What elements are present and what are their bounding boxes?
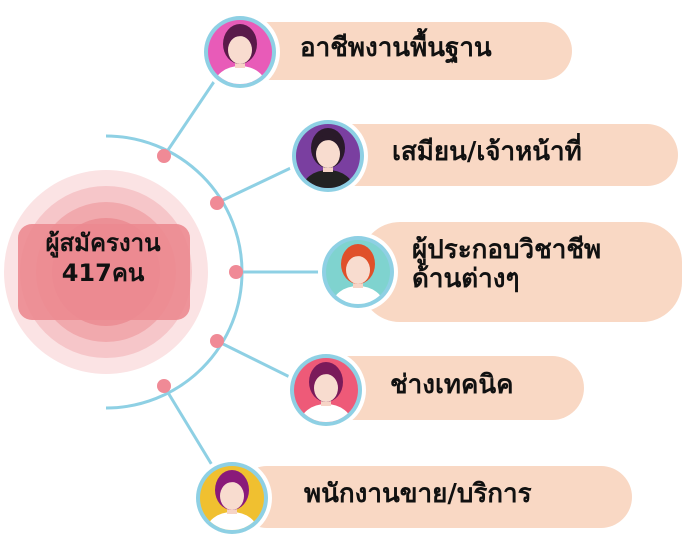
avatar-icon-technician <box>286 350 366 430</box>
avatar-icon-sales <box>192 458 272 538</box>
avatar-icon-professional <box>318 232 398 312</box>
item-label-clerical: เสมียน/เจ้าหน้าที่ <box>392 137 582 167</box>
item-label-sales-service: พนักงานขาย/บริการ <box>304 479 532 509</box>
avatar-icon-clerical <box>288 116 368 196</box>
item-label-basic-occupations: อาชีพงานพื้นฐาน <box>300 33 492 63</box>
avatar-icon-basic <box>200 12 280 92</box>
connector-dots <box>157 149 243 393</box>
item-label-professionals-line2: ด้านต่างๆ <box>412 263 520 294</box>
center-label-line2: 417คน <box>61 259 145 287</box>
center-label-line1: ผู้สมัครงาน <box>45 229 161 257</box>
center-label: ผู้สมัครงาน 417คน <box>14 228 192 288</box>
item-label-professionals: ผู้ประกอบวิชาชีพ ด้านต่างๆ <box>412 236 601 293</box>
center-node <box>4 170 208 374</box>
item-label-technicians: ช่างเทคนิค <box>390 370 514 400</box>
item-label-professionals-line1: ผู้ประกอบวิชาชีพ <box>412 235 602 265</box>
label-pills <box>236 22 682 528</box>
